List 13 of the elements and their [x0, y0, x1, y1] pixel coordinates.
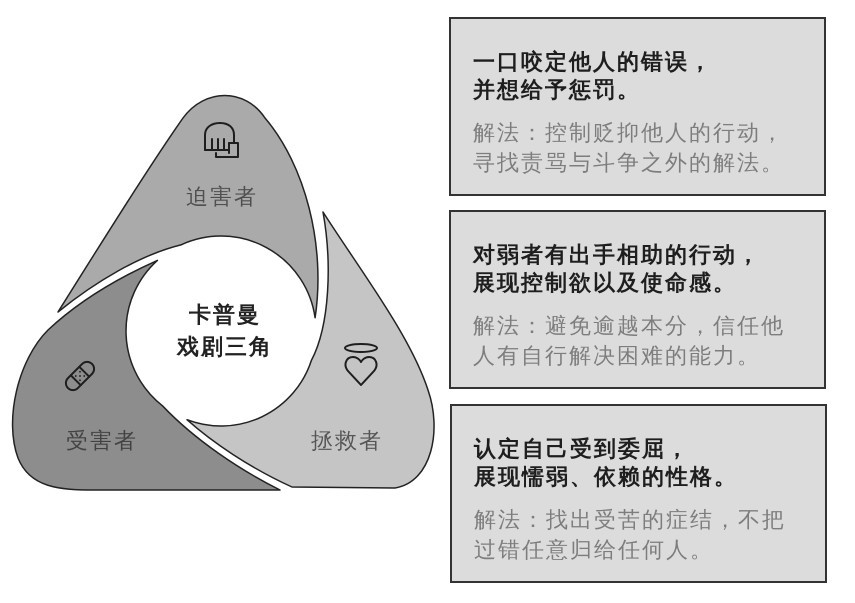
description-panel: [450, 404, 827, 583]
description-panel: [449, 17, 826, 196]
solution-text: 解法：控制贬抑他人的行动，寻找责骂与斗争之外的解法。: [473, 120, 786, 178]
center-title: 卡普曼戏剧三角: [177, 302, 273, 362]
role-label: 受害者: [66, 429, 138, 455]
role-label: 迫害者: [186, 185, 258, 211]
description-panel: [449, 210, 826, 389]
heading-text: 一口咬定他人的错误，并想给予惩罚。: [473, 49, 714, 105]
heading-text: 认定自己受到委屈，展现懦弱、依赖的性格。: [474, 436, 739, 492]
solution-text: 解法：避免逾越本分，信任他人有自行解决困难的能力。: [473, 313, 786, 371]
solution-text: 解法：找出受苦的症结，不把过错任意归给任何人。: [474, 507, 787, 565]
heading-text: 对弱者有出手相助的行动，展现控制欲以及使命感。: [473, 242, 762, 298]
role-label: 拯救者: [311, 429, 383, 455]
